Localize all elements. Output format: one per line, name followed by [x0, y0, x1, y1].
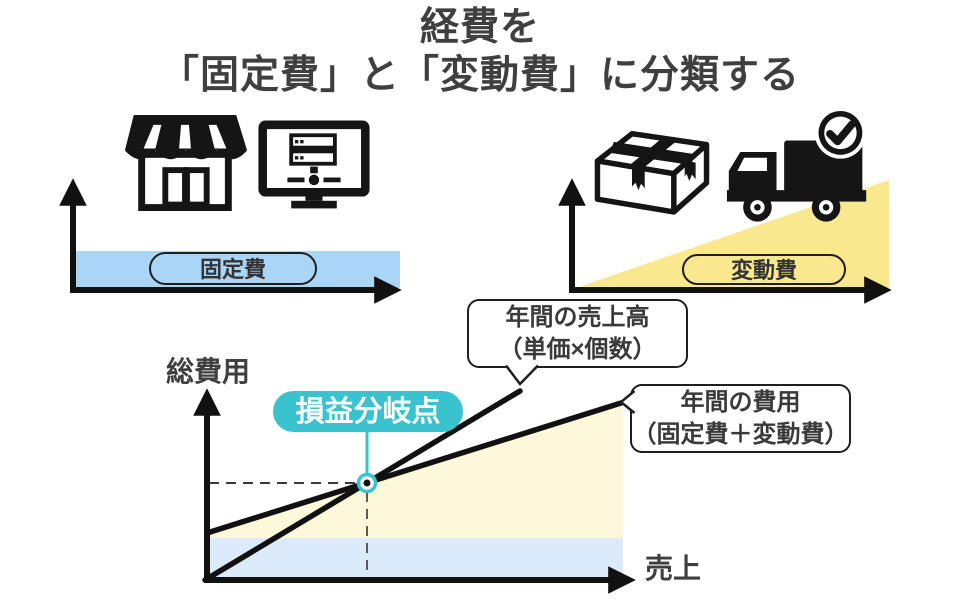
sales-bubble: 年間の売上高 （単価×個数） [467, 299, 688, 368]
fixed-cost-panel: 固定費 [59, 114, 402, 304]
variable-cost-panel: 変動費 [558, 107, 892, 304]
title-line-2: 「固定費」と「変動費」に分類する [159, 54, 800, 98]
fixed-cost-label: 固定費 [200, 257, 266, 282]
cost-line [204, 400, 624, 536]
storefront-icon [124, 114, 248, 212]
delivery-truck-icon [726, 107, 867, 222]
check-badge-icon [814, 107, 867, 159]
sales-bubble-line-2: （単価×個数） [498, 335, 657, 363]
breakeven-badge [273, 391, 463, 432]
breakeven-label: 損益分岐点 [295, 395, 440, 428]
page-title: 経費を 「固定費」と「変動費」に分類する [0, 4, 960, 101]
break-even-chart: 総費用 売上 損益分岐点 [166, 355, 701, 594]
cost-bubble: 年間の費用 （固定費＋変動費） [630, 384, 851, 453]
variable-cost-label: 変動費 [731, 258, 797, 283]
y-axis-label: 総費用 [166, 355, 250, 387]
sales-bubble-line-1: 年間の売上高 [505, 304, 650, 332]
variable-cost-pill [682, 254, 846, 285]
fixed-cost-band [76, 251, 400, 288]
fixed-cost-pill [149, 252, 317, 285]
package-box-icon [594, 130, 710, 215]
cost-bubble-line-1: 年間の費用 [680, 389, 801, 417]
fixed-cost-region [207, 538, 623, 577]
title-line-1: 経費を [419, 6, 540, 49]
variable-cost-area [576, 180, 889, 288]
cost-bubble-line-2: （固定費＋変動費） [632, 420, 849, 448]
x-axis-label: 売上 [645, 553, 701, 584]
breakeven-point-dot [363, 479, 371, 487]
desktop-server-icon [258, 120, 370, 209]
